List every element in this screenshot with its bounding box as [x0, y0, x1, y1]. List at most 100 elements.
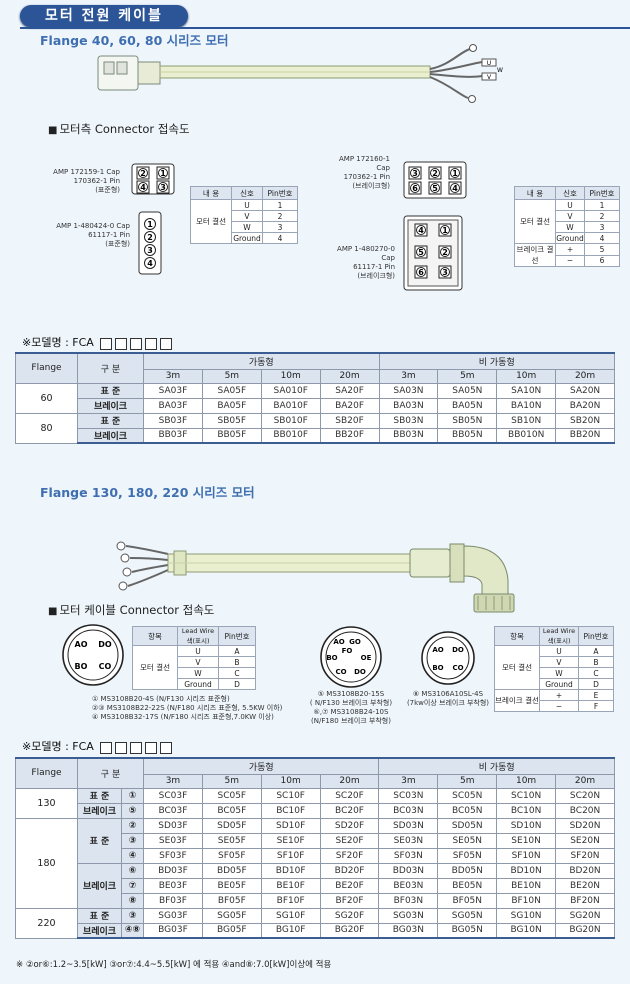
conn-b-pin: DO: [354, 668, 366, 676]
conn-c-pin: BO: [432, 664, 443, 672]
ms-notes-a: ① MS3108B20-4S (N/F130 시리즈 표준형)②③ MS3108…: [92, 695, 283, 721]
model-code-cell: SF05N: [437, 847, 498, 864]
conn-b-pin: BO: [326, 654, 337, 662]
model-code-cell: SB05N: [437, 412, 498, 429]
conn-c-pin: CO: [452, 664, 463, 672]
model-code-cell: BG10F: [260, 922, 321, 939]
flange-cell: 130: [15, 787, 78, 819]
pin-circle: [410, 168, 420, 178]
model-code-cell: SD10N: [496, 817, 557, 834]
model-code-cell: SE03N: [378, 832, 439, 849]
ms-connector-b: AO GO FO BO OE CO DO: [320, 626, 382, 688]
spec-number-cell: ⑧: [120, 892, 145, 909]
model-code-cell: BB03F: [143, 427, 203, 444]
model-code-cell: BE20F: [319, 877, 380, 894]
model-code-cell: SB20N: [555, 412, 615, 429]
cable-drawing-small: U V W: [97, 44, 503, 103]
pin-number: 1: [147, 220, 153, 229]
model-code-cell: SD05N: [437, 817, 498, 834]
model-code-cell: SA20N: [555, 382, 615, 399]
model-code-cell: SB20F: [319, 412, 380, 429]
pin-circle: [416, 225, 426, 235]
model-code-cell: BA20N: [555, 397, 615, 414]
type-cell: 표 준: [77, 412, 144, 429]
model-code-cell: SG05F: [201, 907, 262, 924]
pin-number: 6: [418, 268, 424, 277]
model-code-cell: SD20N: [555, 817, 615, 834]
model-code-cell: SE10F: [260, 832, 321, 849]
model-code-cell: BD20F: [319, 862, 380, 879]
pin-number: 3: [442, 268, 448, 277]
spec-number-cell: ②: [120, 817, 145, 834]
spec-number-cell: ⑤: [120, 802, 145, 819]
model-code-cell: SF03F: [143, 847, 203, 864]
model-code-cell: BE05N: [437, 877, 498, 894]
model-code-cell: BG03F: [143, 922, 203, 939]
section1-title: Flange 40, 60, 80 시리즈 모터: [40, 33, 229, 48]
pin-number: 1: [442, 226, 448, 235]
model-code-cell: BC10N: [496, 802, 557, 819]
pin-number: 2: [140, 169, 146, 178]
model-code-cell: SA10N: [496, 382, 557, 399]
pin-circle: [430, 183, 440, 193]
model-code-cell: SF10N: [496, 847, 557, 864]
model-code-boxes-2: [97, 741, 173, 754]
model-code-cell: SC05N: [437, 787, 498, 804]
model-code-cell: BF03F: [143, 892, 203, 909]
type-cell: 표 준: [77, 907, 122, 924]
model-code-cell: SD05F: [201, 817, 262, 834]
pin-circle: [144, 218, 156, 230]
type-cell: 브레이크: [77, 427, 144, 444]
spec-number-cell: ④: [120, 847, 145, 864]
model-code-cell: BD05N: [437, 862, 498, 879]
model-code-cell: SD10F: [260, 817, 321, 834]
page-title: 모터 전원 케이블: [20, 5, 188, 27]
connector-title-1: 모터측 Connector 접속도: [48, 121, 189, 137]
model-code-cell: SG10N: [496, 907, 557, 924]
model-code-cell: SB03N: [378, 412, 439, 429]
model-code-cell: BC10F: [260, 802, 321, 819]
model-code-cell: BB05F: [201, 427, 262, 444]
model-code-cell: SA05N: [437, 382, 498, 399]
pin-number: 2: [442, 248, 448, 257]
spec-number-cell: ④⑧: [120, 922, 145, 939]
model-code-cell: SA03N: [378, 382, 439, 399]
model-code-cell: SB05F: [201, 412, 262, 429]
pin-circle: [138, 182, 148, 192]
pin-number: 3: [147, 246, 153, 255]
pin-number: 4: [147, 259, 153, 268]
model-code-cell: SD20F: [319, 817, 380, 834]
spec-number-cell: ③: [120, 832, 145, 849]
conn-b-pin: OE: [361, 654, 372, 662]
model-code-cell: SF10F: [260, 847, 321, 864]
model-code-cell: BG20F: [319, 922, 380, 939]
ms-notes-b: ⑤ MS3108B20-15S( N/F130 브레이크 부착형)⑥,⑦ MS3…: [309, 690, 393, 725]
model-code-cell: BF10N: [496, 892, 557, 909]
pin-number: 1: [160, 169, 166, 178]
pin-number: 5: [418, 248, 424, 257]
model-code-cell: SC10N: [496, 787, 557, 804]
pin-number: 4: [418, 226, 424, 235]
model-code-cell: BC03F: [143, 802, 203, 819]
type-cell: 브레이크: [77, 862, 122, 909]
pin-circle: [430, 168, 440, 178]
model-code-cell: BE05F: [201, 877, 262, 894]
model-code-cell: BD03N: [378, 862, 439, 879]
title-underline: [20, 27, 630, 29]
flange-cell: 180: [15, 817, 78, 909]
model-code-cell: SG10F: [260, 907, 321, 924]
model-code-cell: SC20N: [555, 787, 615, 804]
model-code-cell: BA10N: [496, 397, 557, 414]
model-code-cell: SA20F: [319, 382, 380, 399]
pin-circle: [144, 244, 156, 256]
